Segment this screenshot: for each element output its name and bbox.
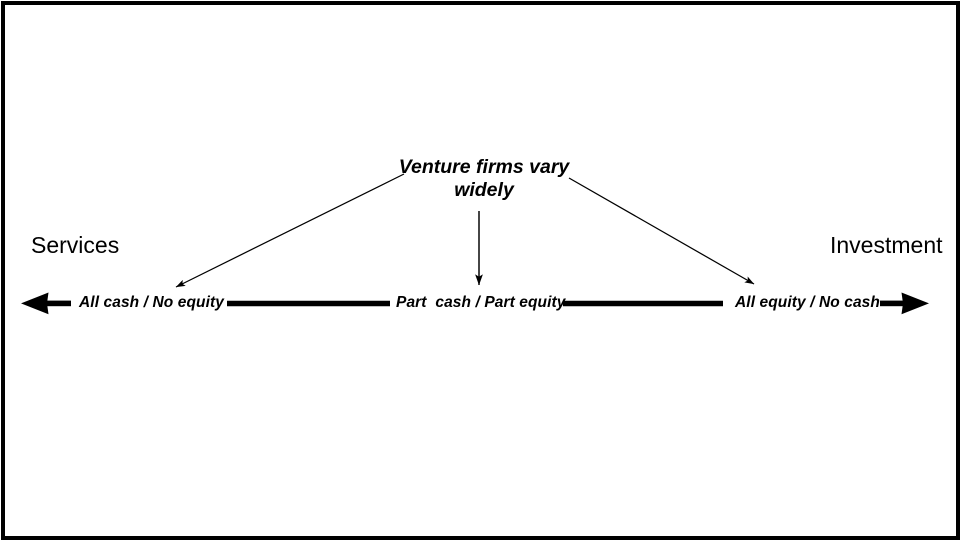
venture-firms-note: Venture firms vary widely (398, 156, 570, 201)
arrow-diagonal-left-icon (175, 173, 405, 288)
arrow-left-icon (21, 292, 71, 315)
arrow-right-icon (880, 292, 929, 315)
arrow-diagonal-right-icon (568, 177, 755, 285)
pole-label-services: Services (31, 232, 120, 258)
spectrum-stage-part-cash: Part cash / Part equity (396, 294, 566, 311)
spectrum-stage-all-equity: All equity / No cash (735, 294, 880, 311)
pole-label-investment: Investment (830, 232, 943, 258)
spectrum-stage-all-cash: All cash / No equity (79, 294, 224, 311)
